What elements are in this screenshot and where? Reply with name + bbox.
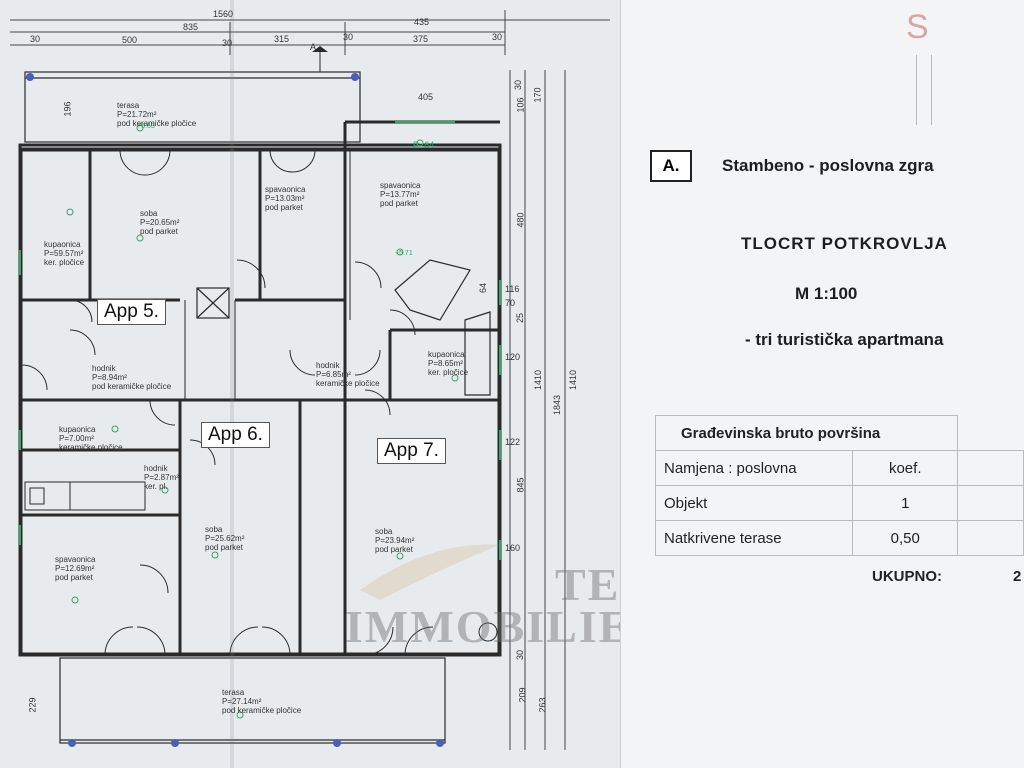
apartment-label-7: App 7.: [377, 438, 446, 464]
dim-106: 106: [515, 97, 526, 113]
area-table-row-label: Objekt: [654, 485, 854, 521]
logo-bars: [916, 55, 932, 125]
title-block-sheet: [620, 0, 1024, 768]
dim-209: 209: [517, 687, 528, 703]
dim-room-c: 375: [413, 34, 429, 44]
side-mark-70: 70: [505, 298, 516, 308]
dim-229: 229: [27, 697, 38, 713]
floor-plan-drawing: [10, 10, 610, 750]
dim-160: 160: [505, 543, 521, 553]
level-mark-b: +5.63: [137, 123, 155, 130]
paper-fold: [230, 0, 234, 768]
area-table: Građevinska bruto površina Namjena : pos…: [654, 415, 1024, 556]
dim-total-width: 1560: [213, 9, 234, 19]
dim-wall-d: 30: [492, 32, 503, 42]
dim-wall-a: 30: [30, 34, 41, 44]
dim-480: 480: [515, 212, 526, 228]
building-title: Stambeno - poslovna zgra: [722, 156, 934, 175]
dim-right-part: 435: [414, 17, 430, 27]
area-table-row-coef: 0,50: [852, 520, 959, 556]
dim-left-part: 835: [183, 22, 199, 32]
dim-room-a: 500: [122, 35, 138, 45]
side-mark-64: 64: [478, 282, 489, 294]
dim-120: 120: [505, 352, 521, 362]
dim-122: 122: [505, 437, 521, 447]
dim-room-b: 315: [274, 34, 290, 44]
dim-405: 405: [418, 92, 434, 102]
dim-1843: 1843: [552, 394, 563, 416]
logo-s: S: [906, 8, 929, 46]
area-table-header-purpose: Namjena : poslovna: [654, 450, 854, 486]
dim-25: 25: [515, 312, 526, 324]
area-table-row-coef: 1: [852, 485, 959, 521]
apartment-label-5: App 5.: [97, 299, 166, 325]
description-label: - tri turistička apartmana: [745, 330, 944, 349]
apartment-label-6: App 6.: [201, 422, 270, 448]
total-label: UKUPNO:: [872, 568, 942, 585]
watermark-immobilie: IMMOBILIE: [345, 601, 632, 652]
section-letter: A.: [650, 150, 692, 182]
dim-116: 116: [505, 284, 520, 294]
dim-196: 196: [62, 101, 73, 117]
dim-wall-c: 30: [343, 32, 354, 42]
dim-wall-b: 30: [222, 38, 233, 48]
area-table-caption: Građevinska bruto površina: [654, 415, 959, 451]
scale-label: M 1:100: [795, 284, 858, 303]
area-table-row-label: Natkrivene terase: [654, 520, 854, 556]
total-value: 2: [1013, 568, 1022, 585]
dim-1410-b: 1410: [568, 369, 579, 391]
dim-30-a: 30: [513, 79, 524, 91]
window-mark: P=64: [413, 140, 435, 150]
dim-845: 845: [515, 477, 526, 493]
section-mark: A: [310, 42, 317, 52]
dim-263: 263: [537, 697, 548, 713]
drawing-title: TLOCRT POTKROVLJA: [741, 234, 948, 253]
area-table-header-coef: koef.: [852, 450, 959, 486]
dim-170: 170: [532, 87, 543, 103]
level-mark-a: +5.71: [395, 250, 413, 257]
dim-1410-a: 1410: [533, 369, 544, 391]
